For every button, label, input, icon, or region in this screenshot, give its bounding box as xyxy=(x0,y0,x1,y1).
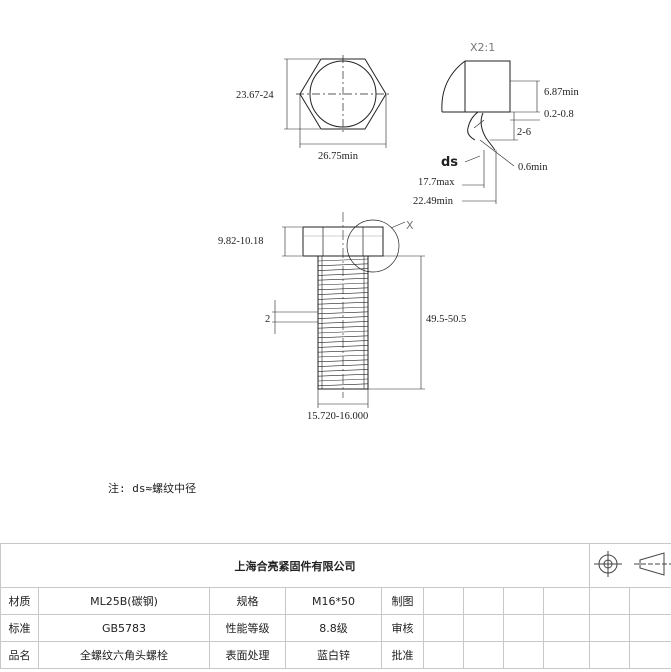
approved-by-label: 批准 xyxy=(381,641,424,669)
across-corners-label: 26.75min xyxy=(318,151,359,162)
hex-head-top-view xyxy=(284,55,390,148)
title-row-standard: 标准 GB5783 性能等级 8.8级 审核 xyxy=(0,614,671,642)
bolt-technical-drawing: 23.67-24 26.75min X2:1 6.87min 0.2-0.8 2… xyxy=(218,41,579,422)
note: 注: ds≈螺纹中径 xyxy=(108,482,197,495)
detail-view-x xyxy=(441,60,540,204)
thread-lines xyxy=(317,258,369,387)
length-label: 49.5-50.5 xyxy=(426,314,466,325)
title-block: 上海合亮紧固件有限公司 材质 ML25B(碳钢) 规格 M16*50 制图 标准… xyxy=(0,543,671,669)
title-row-name: 品名 全螺纹六角头螺栓 表面处理 蓝白锌 批准 xyxy=(0,641,671,669)
underhead-radius-label: 0.2-0.8 xyxy=(544,109,574,120)
surface-label: 表面处理 xyxy=(209,641,286,669)
drawn-by-label: 制图 xyxy=(381,587,424,615)
thread-dia-label: 15.720-16.000 xyxy=(307,411,368,422)
head-height-label: 9.82-10.18 xyxy=(218,236,264,247)
spec-label: 规格 xyxy=(209,587,286,615)
surface-value: 蓝白锌 xyxy=(285,641,382,669)
detail-scale-label: X2:1 xyxy=(470,41,495,54)
product-name-label: 品名 xyxy=(0,641,39,669)
first-angle-projection-icon xyxy=(594,551,671,577)
checked-by-label: 审核 xyxy=(381,614,424,642)
company-name: 上海合亮紧固件有限公司 xyxy=(0,543,591,588)
detail-marker-label: X xyxy=(406,219,414,232)
grade-value: 8.8级 xyxy=(285,614,382,642)
across-flats-label: 23.67-24 xyxy=(236,90,274,101)
product-name-value: 全螺纹六角头螺栓 xyxy=(38,641,210,669)
bearing-min-label: 22.49min xyxy=(413,196,454,207)
bolt-side-view xyxy=(272,212,425,408)
material-value: ML25B(碳钢) xyxy=(38,587,210,615)
standard-label: 标准 xyxy=(0,614,39,642)
transition-label: 2-6 xyxy=(517,127,531,138)
transition-max-label: 17.7max xyxy=(418,177,455,188)
title-row-material: 材质 ML25B(碳钢) 规格 M16*50 制图 xyxy=(0,587,671,615)
material-label: 材质 xyxy=(0,587,39,615)
fillet-label: 0.6min xyxy=(518,162,548,173)
pitch-label: 2 xyxy=(265,314,270,325)
standard-value: GB5783 xyxy=(38,614,210,642)
ds-label: ds xyxy=(441,155,458,170)
grade-label: 性能等级 xyxy=(209,614,286,642)
projection-symbols xyxy=(589,543,671,588)
spec-value: M16*50 xyxy=(285,587,382,615)
head-min-label: 6.87min xyxy=(544,87,579,98)
